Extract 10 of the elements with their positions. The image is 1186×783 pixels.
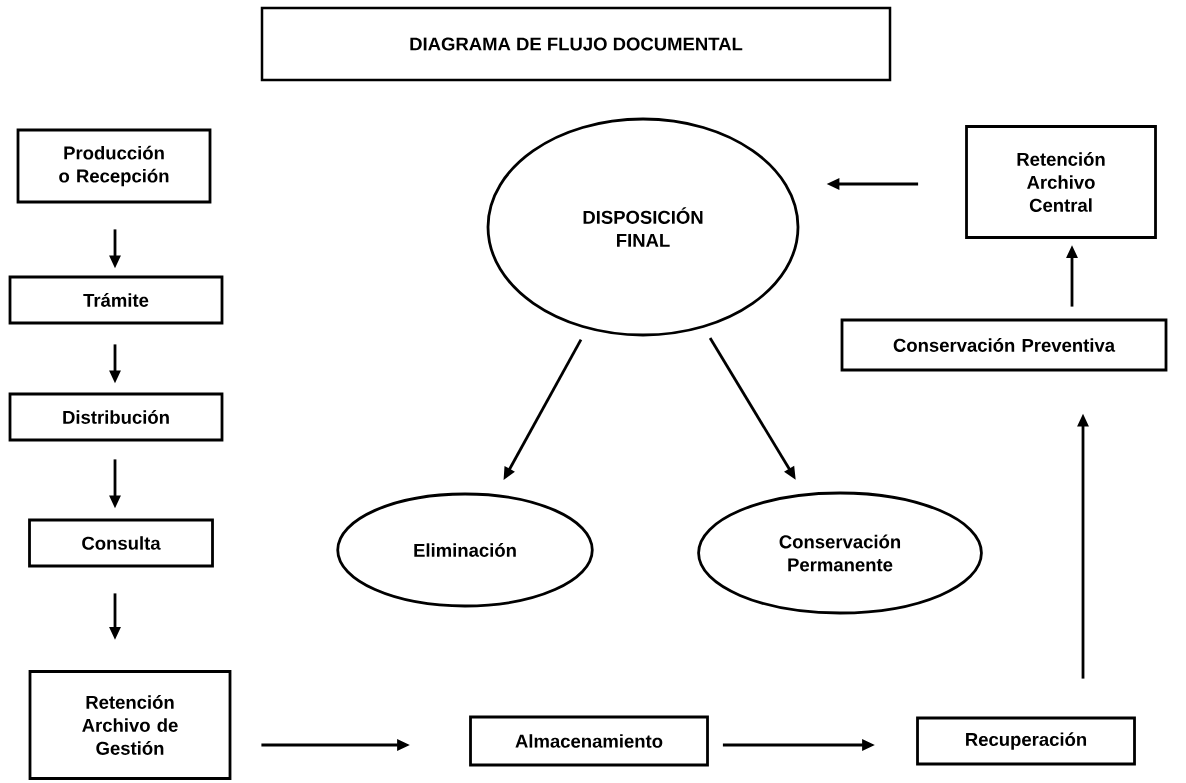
process-box: Almacenamiento	[469, 715, 709, 767]
process-box: Retención Archivo Central	[965, 125, 1157, 239]
process-box: Trámite	[8, 275, 224, 325]
process-box: Retención Archivo de Gestión	[28, 670, 232, 780]
process-box: Producción o Recepción	[16, 128, 212, 204]
process-box: Recuperación	[916, 716, 1136, 766]
process-box: Consulta	[28, 518, 214, 568]
process-box: Conservación Preventiva	[840, 318, 1168, 372]
process-box: Distribución	[8, 392, 224, 442]
title-box: DIAGRAMA DE FLUJO DOCUMENTAL	[260, 6, 892, 82]
